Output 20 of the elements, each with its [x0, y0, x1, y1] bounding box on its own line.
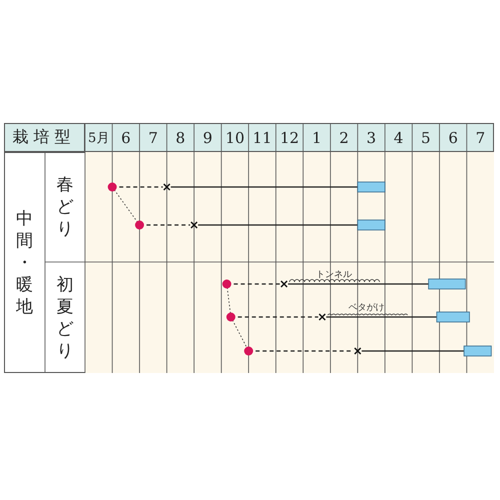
month-header: 1	[310, 128, 323, 148]
month-header: 10	[224, 128, 246, 148]
month-header: 11	[252, 128, 273, 148]
region-label: 中間・暖地	[15, 208, 34, 318]
cover-label: ベタがけ	[348, 302, 385, 314]
row-label: 初夏どり	[56, 274, 74, 362]
month-header: 8	[174, 128, 186, 148]
month-header: 6	[447, 128, 459, 148]
month-header: 12	[278, 128, 300, 148]
month-header: 5	[420, 128, 432, 148]
month-header: 7	[147, 128, 159, 148]
row-label: 春どり	[56, 174, 74, 241]
month-header: 5月	[86, 130, 110, 148]
month-header: 4	[392, 128, 404, 148]
month-header: 2	[338, 128, 350, 148]
month-header: 3	[366, 128, 378, 148]
month-header: 6	[120, 128, 132, 148]
month-header: 7	[474, 128, 486, 148]
month-header: 9	[202, 128, 214, 148]
header-cell: 栽培型	[4, 123, 85, 152]
